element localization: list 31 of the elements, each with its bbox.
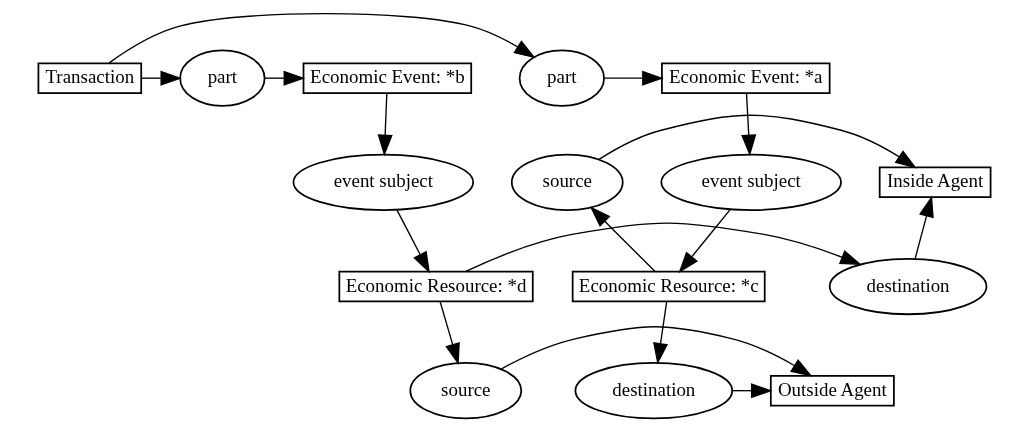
node-box: Economic Event: *b: [302, 62, 473, 94]
node-ellipse: part: [179, 49, 266, 107]
node-box: Economic Resource: *c: [571, 270, 766, 303]
arrow: [377, 92, 393, 157]
node-ellipse: event subject: [660, 153, 842, 211]
arrow: [500, 326, 813, 377]
node-box: Inside Agent: [878, 166, 992, 199]
arrow: [396, 209, 430, 274]
arrow: [598, 114, 917, 169]
node-ellipse: destination: [574, 362, 734, 420]
arrow: [653, 300, 669, 365]
node-box: Economic Resource: *d: [338, 270, 534, 303]
arrow: [589, 206, 656, 273]
arrow: [731, 383, 773, 399]
arrow: [439, 300, 460, 365]
arrow: [678, 209, 731, 274]
node-ellipse: event subject: [292, 153, 475, 211]
arrow: [914, 195, 934, 260]
arrow: [140, 70, 183, 86]
node-box: Outside Agent: [769, 374, 895, 407]
arrow: [264, 70, 306, 86]
arrow: [108, 12, 536, 64]
node-ellipse: source: [510, 153, 624, 211]
node-ellipse: source: [409, 362, 523, 420]
node-ellipse: part: [518, 49, 605, 107]
arrow: [465, 222, 862, 273]
node-box: Economic Event: *a: [661, 62, 831, 94]
arrow: [603, 70, 664, 86]
node-box: Transaction: [37, 62, 143, 94]
node-ellipse: destination: [828, 257, 988, 316]
arrow: [741, 92, 757, 157]
